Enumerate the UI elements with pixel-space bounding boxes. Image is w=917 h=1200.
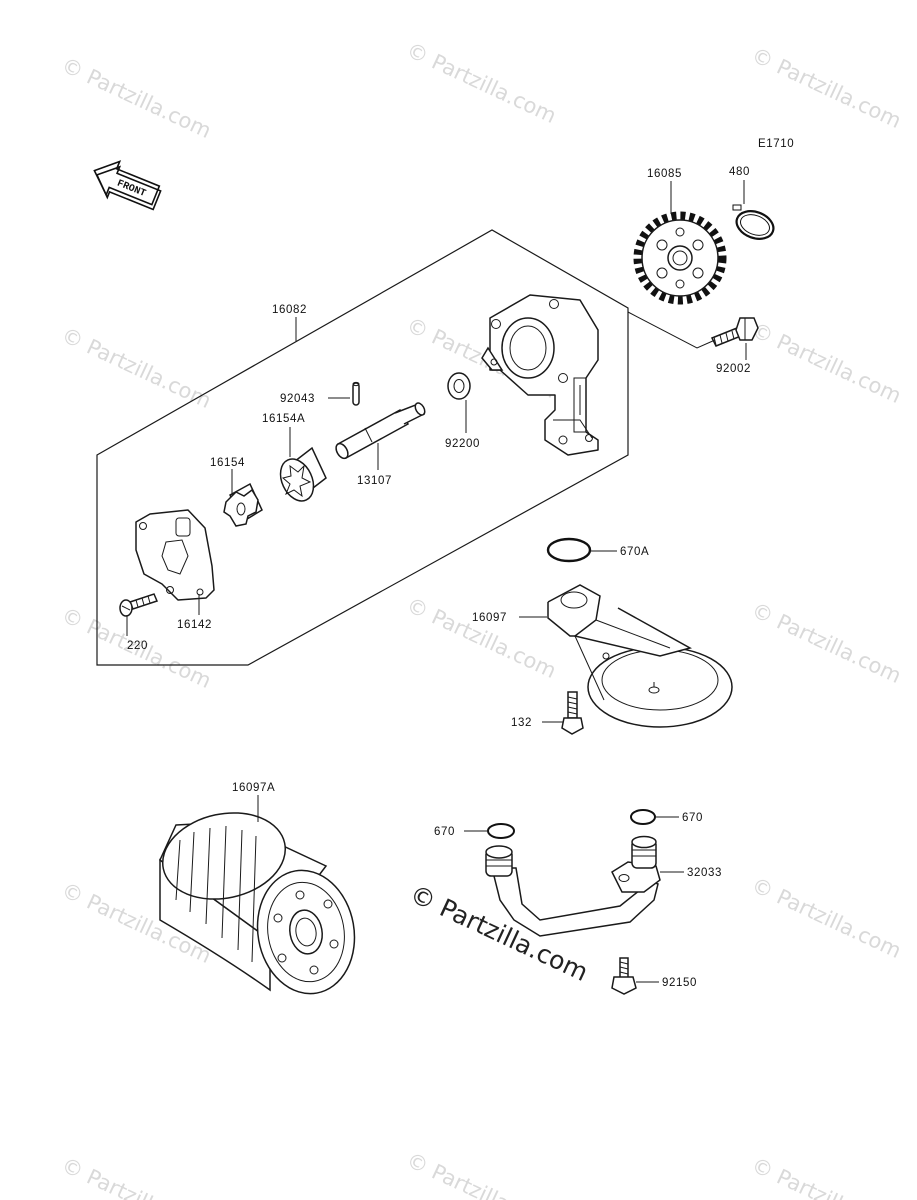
inner-rotor-16154: [223, 482, 263, 527]
watermark: © Partzilla.com: [748, 598, 905, 688]
pump-shaft-13107: [335, 402, 426, 460]
sprocket-gear-16085: [633, 211, 727, 305]
watermark: © Partzilla.com: [748, 873, 905, 963]
o-ring-670A: [546, 537, 592, 563]
oil-pump-assembly-frame: [96, 229, 629, 666]
oil-pipe-32033: [485, 835, 661, 937]
outer-rotor-16154A: [279, 446, 327, 502]
oil-filter-16097A: [159, 812, 356, 995]
watermark: © Partzilla.com: [748, 43, 905, 133]
part-label-480: 480: [729, 166, 750, 178]
part-label-92002: 92002: [716, 363, 751, 375]
front-arrow-icon: FRONT: [93, 160, 162, 211]
pump-housing: [481, 294, 599, 456]
part-label-16154A: 16154A: [262, 413, 305, 425]
part-label-670-left: 670: [434, 826, 455, 838]
watermark: © Partzilla.com: [403, 38, 560, 128]
part-label-16154: 16154: [210, 457, 245, 469]
washer-92200: [447, 372, 471, 400]
pin-92043: [352, 381, 360, 406]
watermark: © Partzilla.com: [748, 1153, 905, 1200]
part-label-16142: 16142: [177, 619, 212, 631]
part-label-92150: 92150: [662, 977, 697, 989]
watermark: © Partzilla.com: [748, 318, 905, 408]
circlip-480: [732, 204, 775, 240]
o-ring-670-right: [630, 809, 656, 825]
bolt-132: [561, 691, 584, 735]
oil-strainer-16097: [547, 584, 733, 728]
screw-220: [119, 593, 159, 617]
leader-line: [627, 311, 716, 349]
part-label-13107: 13107: [357, 475, 392, 487]
watermark: © Partzilla.com: [403, 593, 560, 683]
part-label-132: 132: [511, 717, 532, 729]
pump-cover-16142: [135, 509, 215, 601]
part-label-220: 220: [127, 640, 148, 652]
part-label-16097: 16097: [472, 612, 507, 624]
part-label-16082: 16082: [272, 304, 307, 316]
part-label-670A: 670A: [620, 546, 649, 558]
watermark: © Partzilla.com: [58, 323, 215, 413]
bolt-92002: [710, 317, 759, 347]
part-label-92043: 92043: [280, 393, 315, 405]
bolt-92150: [611, 957, 637, 995]
part-label-92200: 92200: [445, 438, 480, 450]
watermark: © Partzilla.com: [403, 1148, 560, 1200]
diagram-code: E1710: [758, 138, 794, 150]
o-ring-670-left: [487, 823, 515, 839]
watermark: © Partzilla.com: [58, 1153, 215, 1200]
part-label-16097A: 16097A: [232, 782, 275, 794]
part-label-32033: 32033: [687, 867, 722, 879]
part-label-16085: 16085: [647, 168, 682, 180]
part-label-670-right: 670: [682, 812, 703, 824]
watermark: © Partzilla.com: [58, 53, 215, 143]
